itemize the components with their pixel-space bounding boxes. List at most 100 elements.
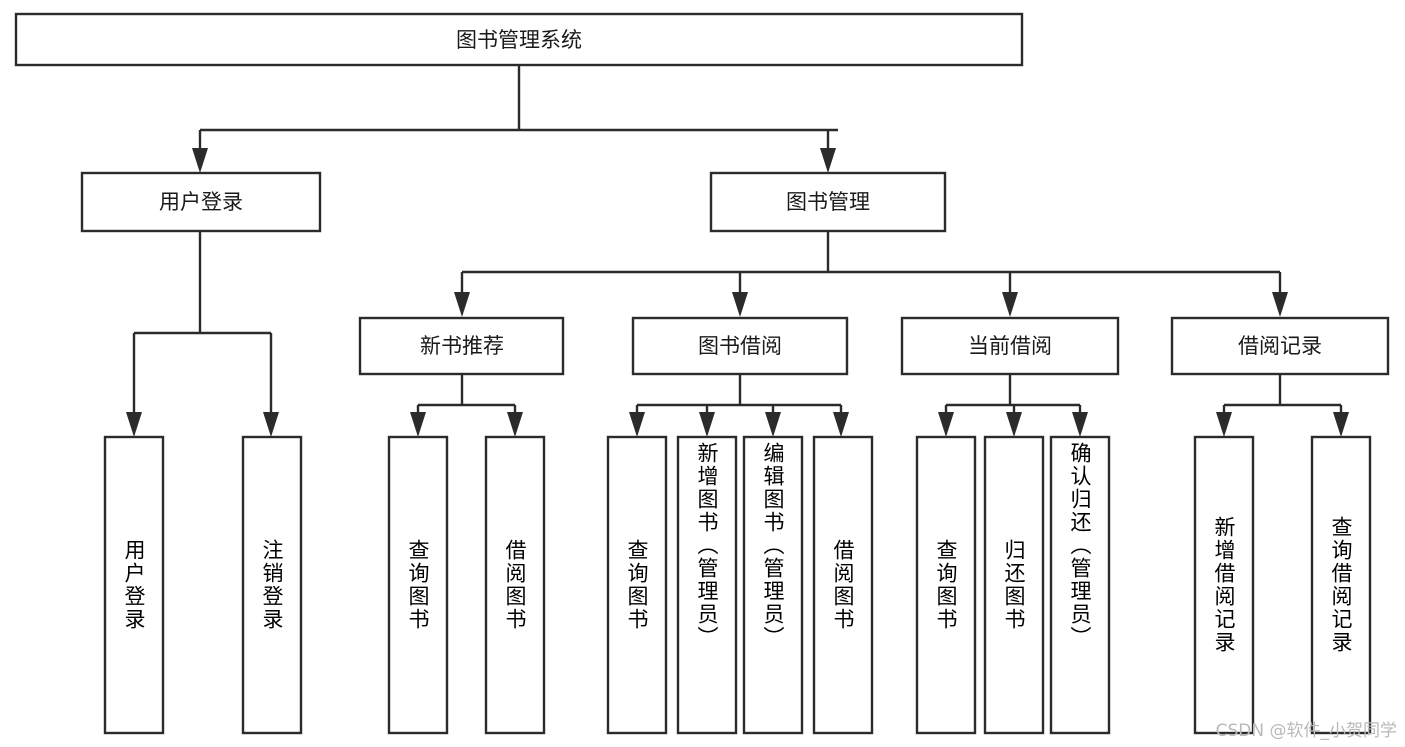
arrow-head-nb-leaf2: [507, 412, 523, 437]
node-root-box: [14, 12, 1024, 67]
node-root-label: 图书管理系统: [456, 28, 582, 52]
leaf-current-borrow-query[interactable]: 查询图书: [915, 435, 977, 735]
arrow-head-bb-leaf1: [629, 412, 645, 437]
leaf-borrow-record-query-box: [1310, 435, 1372, 735]
leaf-user-login-logout-text-wrap: 注销登录: [260, 539, 284, 631]
connector-group-user-login-to-leaves: [126, 231, 279, 437]
leaf-borrow-record-add-box: [1193, 435, 1255, 735]
leaf-borrow-record-add-text-wrap: 新增借阅记录: [1212, 516, 1236, 654]
leaf-book-borrow-borrow-text-wrap: 借阅图书: [831, 539, 855, 631]
arrow-head-cb-leaf1: [938, 412, 954, 437]
leaf-new-book-borrow-label: 借阅图书: [503, 539, 527, 631]
node-book-borrow-label: 图书借阅: [698, 334, 782, 358]
node-book-management[interactable]: 图书管理: [709, 171, 947, 233]
leaf-book-borrow-edit-box: [742, 435, 804, 735]
leaf-new-book-borrow-box: [484, 435, 546, 735]
leaf-book-borrow-query-box: [606, 435, 668, 735]
arrow-head-bb-leaf4: [833, 412, 849, 437]
leaf-borrow-record-add[interactable]: 新增借阅记录: [1193, 435, 1255, 735]
leaf-book-borrow-borrow-label: 借阅图书: [831, 539, 855, 631]
arrow-head-bb-leaf3: [765, 412, 781, 437]
leaf-book-borrow-borrow[interactable]: 借阅图书: [812, 435, 874, 735]
arrow-head-book-borrow: [732, 292, 748, 317]
node-current-borrow-box: [900, 316, 1120, 376]
connector-group-book-borrow-to-leaves: [629, 374, 849, 437]
csdn-watermark: CSDN @软件_小贺同学: [1215, 721, 1397, 741]
connector-group-current-borrow-to-leaves: [938, 374, 1088, 437]
arrow-head-borrow-record: [1272, 292, 1288, 317]
connector-group-root-to-level2: [192, 65, 838, 173]
leaf-book-borrow-query-label: 查询图书: [625, 539, 649, 631]
leaf-book-borrow-add[interactable]: 新增图书（管理员）: [676, 435, 738, 735]
leaf-current-borrow-query-text-wrap: 查询图书: [934, 539, 958, 631]
node-book-borrow-box: [631, 316, 849, 376]
leaf-user-login-logout[interactable]: 注销登录: [241, 435, 303, 735]
leaf-user-login-logout-box: [241, 435, 303, 735]
arrow-head-bb-leaf2: [699, 412, 715, 437]
arrow-head-user-login: [192, 148, 208, 173]
leaf-book-borrow-add-box: [676, 435, 738, 735]
connector-group-new-book-to-leaves: [410, 374, 523, 437]
connector-group-borrow-record-to-leaves: [1216, 374, 1349, 437]
leaf-borrow-record-query-text-wrap: 查询借阅记录: [1329, 516, 1353, 654]
leaf-user-login-login[interactable]: 用户登录: [103, 435, 165, 735]
leaf-current-borrow-query-box: [915, 435, 977, 735]
leaf-current-borrow-confirm-return-label: 确认归还（管理员）: [1068, 442, 1092, 649]
node-borrow-record-box: [1170, 316, 1390, 376]
leaf-book-borrow-edit-text-wrap: 编辑图书（管理员）: [761, 442, 785, 649]
arrow-head-book-manage: [820, 148, 836, 173]
leaf-book-borrow-borrow-box: [812, 435, 874, 735]
leaf-borrow-record-query[interactable]: 查询借阅记录: [1310, 435, 1372, 735]
node-book-management-box: [709, 171, 947, 233]
leaf-book-borrow-edit-label: 编辑图书（管理员）: [761, 442, 785, 649]
node-user-login[interactable]: 用户登录: [80, 171, 322, 233]
arrow-head-leaf-logout: [263, 412, 279, 437]
leaf-current-borrow-confirm-return-text-wrap: 确认归还（管理员）: [1068, 442, 1092, 649]
leaf-current-borrow-return[interactable]: 归还图书: [983, 435, 1045, 735]
leaf-book-borrow-edit[interactable]: 编辑图书（管理员）: [742, 435, 804, 735]
leaf-new-book-query-text-wrap: 查询图书: [406, 539, 430, 631]
arrow-head-new-book-recommend: [454, 292, 470, 317]
node-book-management-label: 图书管理: [786, 190, 870, 214]
arrow-head-current-borrow: [1002, 292, 1018, 317]
arrow-head-br-leaf2: [1333, 412, 1349, 437]
node-new-book-recommend[interactable]: 新书推荐: [358, 316, 565, 376]
leaf-current-borrow-return-box: [983, 435, 1045, 735]
node-user-login-box: [80, 171, 322, 233]
leaf-borrow-record-query-label: 查询借阅记录: [1329, 516, 1353, 654]
node-book-borrow[interactable]: 图书借阅: [631, 316, 849, 376]
arrow-head-leaf-user-login: [126, 412, 142, 437]
leaf-borrow-record-add-label: 新增借阅记录: [1212, 516, 1236, 654]
leaf-new-book-borrow[interactable]: 借阅图书: [484, 435, 546, 735]
arrow-head-cb-leaf2: [1006, 412, 1022, 437]
leaf-book-borrow-query-text-wrap: 查询图书: [625, 539, 649, 631]
node-current-borrow[interactable]: 当前借阅: [900, 316, 1120, 376]
connector-group-book-manage-to-level3: [454, 231, 1288, 317]
node-current-borrow-label: 当前借阅: [968, 334, 1052, 358]
leaf-book-borrow-add-label: 新增图书（管理员）: [695, 442, 719, 649]
node-borrow-record-label: 借阅记录: [1238, 334, 1322, 358]
leaf-user-login-logout-label: 注销登录: [260, 539, 284, 631]
leaf-new-book-borrow-text-wrap: 借阅图书: [503, 539, 527, 631]
arrow-head-cb-leaf3: [1072, 412, 1088, 437]
node-new-book-recommend-label: 新书推荐: [420, 334, 504, 358]
leaf-new-book-query-box: [387, 435, 449, 735]
leaf-current-borrow-return-text-wrap: 归还图书: [1002, 539, 1026, 631]
node-root-book-management-system[interactable]: 图书管理系统: [14, 12, 1024, 67]
leaf-book-borrow-query[interactable]: 查询图书: [606, 435, 668, 735]
leaf-user-login-login-text-wrap: 用户登录: [122, 539, 146, 631]
leaf-user-login-login-label: 用户登录: [122, 539, 146, 631]
leaf-book-borrow-add-text-wrap: 新增图书（管理员）: [695, 442, 719, 649]
leaf-current-borrow-query-label: 查询图书: [934, 539, 958, 631]
node-new-book-recommend-box: [358, 316, 565, 376]
arrow-head-nb-leaf1: [410, 412, 426, 437]
arrow-head-br-leaf1: [1216, 412, 1232, 437]
node-borrow-record[interactable]: 借阅记录: [1170, 316, 1390, 376]
leaf-current-borrow-return-label: 归还图书: [1002, 539, 1026, 631]
leaf-current-borrow-confirm-return-box: [1049, 435, 1111, 735]
leaf-new-book-query[interactable]: 查询图书: [387, 435, 449, 735]
leaf-current-borrow-confirm-return[interactable]: 确认归还（管理员）: [1049, 435, 1111, 735]
leaf-user-login-login-box: [103, 435, 165, 735]
